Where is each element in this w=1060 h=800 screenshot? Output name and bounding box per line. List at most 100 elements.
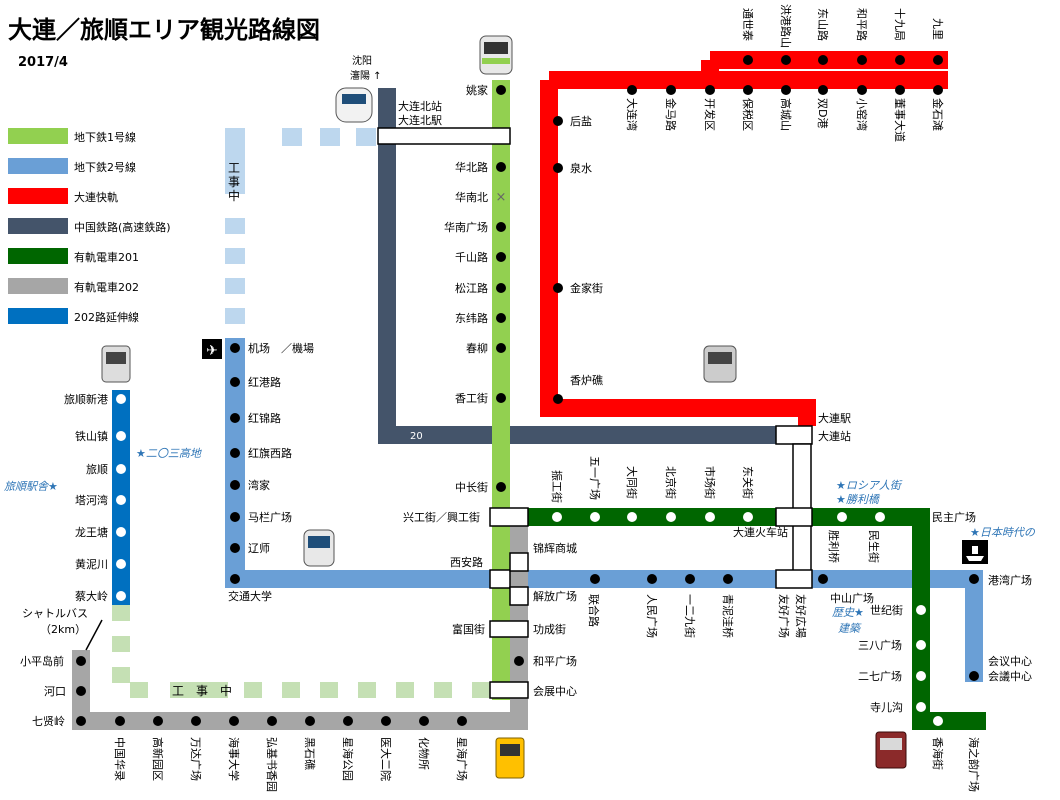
svg-text:世纪街: 世纪街: [870, 603, 903, 617]
svg-text:星海公园: 星海公园: [341, 737, 355, 781]
svg-text:市场街: 市场街: [703, 466, 717, 499]
construction-vertical-3: 中: [228, 188, 240, 203]
kuai-station-labels: 后盐 泉水 金家街 香炉礁 大連駅 大連站: [570, 115, 851, 443]
line1-stations: ×: [496, 85, 506, 492]
svg-text:青泥洼桥: 青泥洼桥: [721, 594, 735, 638]
svg-text:二七广场: 二七广场: [858, 669, 902, 683]
svg-text:红旗西路: 红旗西路: [248, 446, 292, 460]
svg-text:大連火车站: 大連火车站: [733, 525, 788, 539]
svg-text:会展中心: 会展中心: [533, 685, 577, 698]
svg-text:中山广场: 中山广场: [830, 591, 874, 605]
svg-text:泉水: 泉水: [570, 161, 592, 175]
train-icon-line2: [303, 529, 335, 567]
kuai-top-labels: 通世泰 洪港路山 东山路 和平路 十九局 九里 大连湾 金马路 开发区 保税区 …: [625, 4, 945, 142]
station-label: 姚家: [466, 83, 488, 97]
svg-text:旅順駅舎★: 旅順駅舎★: [4, 480, 58, 493]
station-label: 千山路: [455, 251, 488, 264]
station-label: 松江路: [455, 281, 488, 295]
tram202-labels: 锦辉商城 解放广场 富国街 功成街 和平广场 会展中心 中国华录 高新园区 万达…: [20, 541, 577, 792]
svg-text:大同街: 大同街: [625, 466, 639, 499]
train-icon-ext202: [101, 345, 131, 383]
svg-text:东山路: 东山路: [816, 8, 829, 41]
line2-east-stations: [590, 574, 979, 681]
line2-west-labels: 机场 ／機場 红港路 红锦路 红旗西路 湾家 马栏广场 辽师 交通大学: [228, 341, 314, 603]
svg-text:机场 ／機場: 机场 ／機場: [248, 341, 314, 355]
construction-vertical-1: 工: [228, 161, 240, 175]
svg-text:和平广场: 和平广场: [533, 654, 577, 668]
rail-line-vertical: [378, 88, 396, 444]
svg-text:大连湾: 大连湾: [625, 98, 639, 131]
transfer-box-xian: [489, 569, 511, 589]
shuttle-label-1: シャトルバス: [22, 607, 88, 620]
svg-text:大連站: 大連站: [818, 429, 851, 443]
construction-vertical-2: 事: [228, 175, 240, 189]
legend-item-tram201: 有軌電車201: [8, 248, 248, 264]
svg-text:马栏广场: 马栏广场: [248, 510, 292, 524]
svg-text:黄泥川: 黄泥川: [75, 557, 108, 571]
svg-text:星海广场: 星海广场: [455, 737, 469, 781]
legend-label: 有軌電車202: [74, 281, 139, 294]
map-date: 2017/4: [18, 55, 68, 70]
legend-item-tram202: 有軌電車202: [8, 278, 248, 294]
svg-text:医大二院: 医大二院: [379, 737, 393, 781]
svg-text:铁山镇: 铁山镇: [75, 429, 108, 443]
transfer-box-xinggong: [489, 507, 529, 527]
station-label: 华北路: [455, 160, 488, 174]
svg-text:龙王塘: 龙王塘: [75, 525, 108, 539]
page-title: 大連／旅順エリア観光路線図: [8, 16, 320, 44]
svg-text:通世泰: 通世泰: [741, 8, 755, 41]
svg-text:✈: ✈: [206, 343, 218, 359]
legend-swatch: [8, 248, 68, 264]
svg-text:联合路: 联合路: [587, 594, 601, 627]
legend-swatch: [8, 278, 68, 294]
attraction-notes: ★二〇三高地 旅順駅舎★ ★ロシア人街 ★勝利橋 ★日本時代の 歴史★ 建築: [4, 447, 1036, 635]
train-icon-kuai: [703, 345, 737, 383]
svg-text:会議中心: 会議中心: [988, 669, 1032, 683]
svg-text:湾家: 湾家: [248, 478, 270, 492]
transfer-box-fuguo: [489, 620, 529, 638]
legend-label: 有軌電車201: [74, 251, 139, 264]
svg-text:红港路: 红港路: [248, 376, 281, 389]
line2-branch-track: [965, 570, 983, 682]
rail-line-horizontal: [378, 426, 798, 444]
legend-swatch: [8, 158, 68, 174]
svg-text:★日本時代の: ★日本時代の: [970, 526, 1036, 539]
tram202-stations: [76, 656, 524, 726]
svg-text:弘基书香园: 弘基书香园: [265, 737, 278, 792]
line2-west-track: [225, 338, 245, 586]
svg-text:★勝利橋: ★勝利橋: [836, 493, 881, 506]
legend-item-ext202: 202路延伸線: [8, 308, 248, 324]
svg-text:香海街: 香海街: [931, 737, 945, 770]
line1-track: [492, 80, 510, 700]
svg-text:建築: 建築: [838, 622, 862, 635]
svg-text:旅顺: 旅顺: [86, 462, 108, 476]
svg-text:三八广场: 三八广场: [858, 638, 902, 652]
svg-text:歴史★: 歴史★: [832, 606, 864, 619]
svg-text:万达广场: 万达广场: [189, 737, 203, 781]
svg-text:大連駅: 大連駅: [818, 411, 851, 425]
svg-text:北京街: 北京街: [664, 466, 678, 499]
tram-icon-201: [875, 731, 907, 769]
svg-text:洪港路山: 洪港路山: [779, 4, 793, 48]
station-label: 华南北: [455, 190, 488, 204]
shuttle-arrow: [85, 619, 103, 651]
train-icon-highspeed: [335, 87, 373, 123]
svg-text:金马路: 金马路: [664, 98, 678, 131]
svg-text:东关街: 东关街: [741, 466, 755, 499]
svg-text:后盐: 后盐: [570, 115, 592, 128]
legend-swatch: [8, 188, 68, 204]
tram201-end-track: [912, 712, 986, 730]
transfer-box-huizhan: [489, 681, 529, 699]
svg-text:九里: 九里: [931, 18, 944, 40]
svg-text:红锦路: 红锦路: [248, 411, 281, 425]
svg-text:河口: 河口: [44, 685, 66, 698]
line2-east-labels: 联合路 人民广场 一二九街 青泥洼桥 友好广场 中山广场 港湾广场 友好広場 西…: [450, 530, 1032, 683]
svg-text:★二〇三高地: ★二〇三高地: [136, 447, 202, 460]
north-station-label-cn: 大连北站: [398, 99, 442, 113]
svg-text:和平路: 和平路: [855, 8, 868, 41]
svg-text:友好広場: 友好広場: [794, 594, 808, 638]
svg-text:富国街: 富国街: [452, 622, 485, 636]
svg-text:双D港: 双D港: [816, 98, 829, 128]
svg-text:化物所: 化物所: [417, 737, 431, 770]
